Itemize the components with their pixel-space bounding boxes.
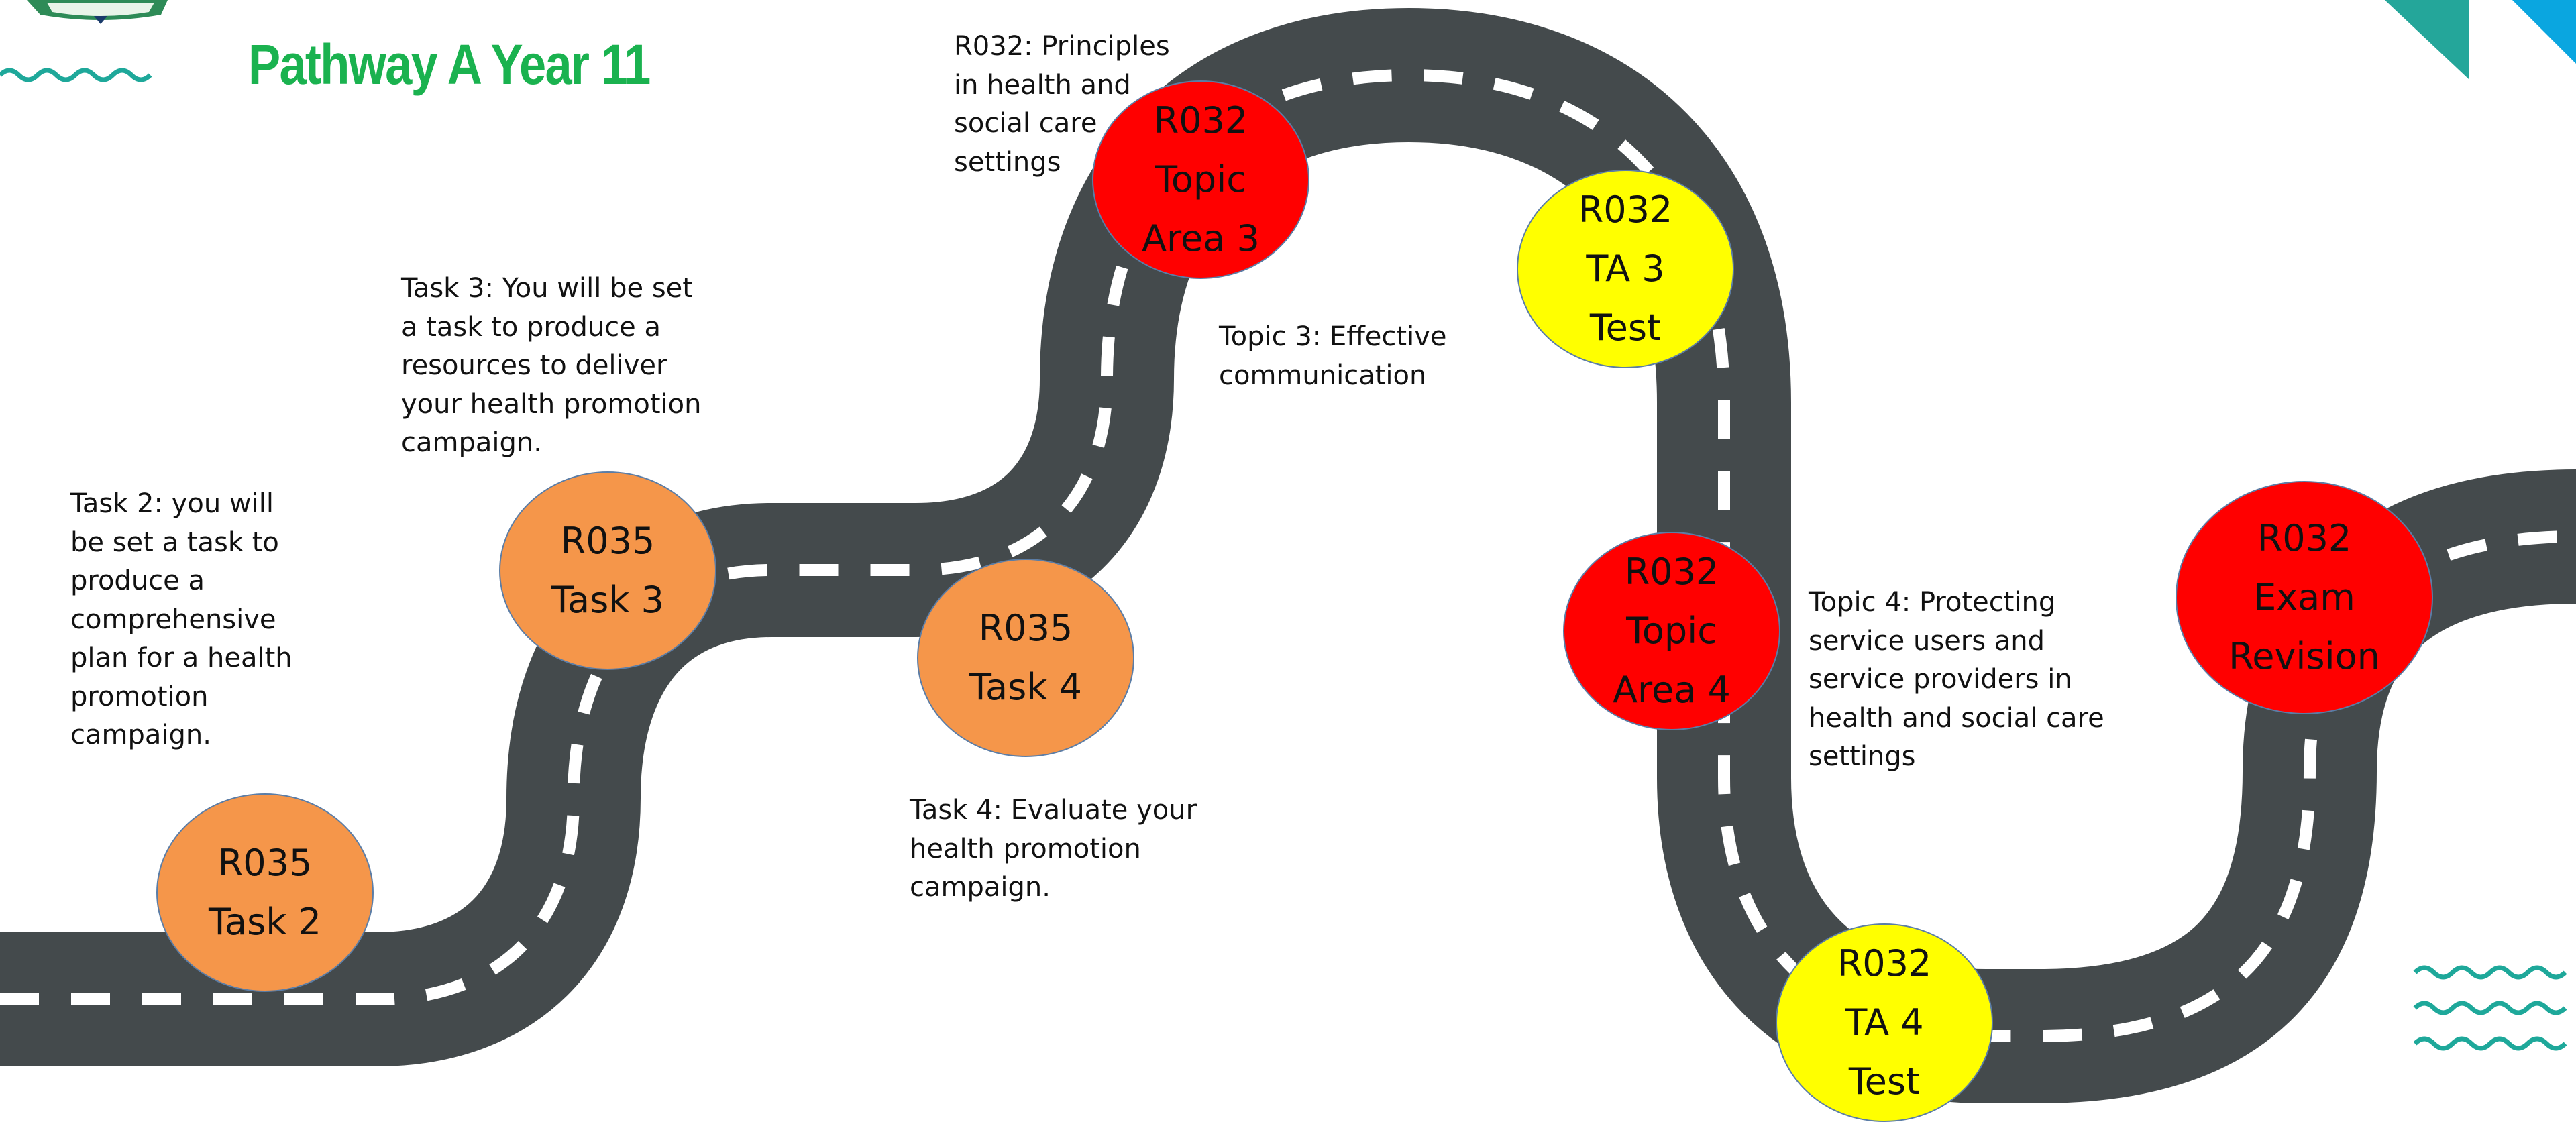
page-title: Pathway A Year 11 — [248, 33, 651, 96]
topic4-description: Topic 4: Protecting service users and se… — [1809, 587, 2104, 772]
node-r032-exam-revision[interactable]: R032 Exam Revision — [2176, 481, 2433, 714]
wave-icon — [0, 68, 152, 82]
r032-description: R032: Principles in health and social ca… — [954, 31, 1170, 178]
wave-icon — [2413, 965, 2567, 1051]
node-r032-ta3-test[interactable]: R032 TA 3 Test — [1517, 170, 1734, 368]
node-r035-task4[interactable]: R035 Task 4 — [917, 559, 1134, 757]
topic3-description: Topic 3: Effective communication — [1219, 321, 1447, 391]
node-r032-topic-area-4[interactable]: R032 Topic Area 4 — [1563, 532, 1780, 730]
task4-description: Task 4: Evaluate your health promotion c… — [910, 795, 1197, 903]
school-crest-icon — [27, 0, 168, 24]
node-r035-task3[interactable]: R035 Task 3 — [499, 471, 716, 670]
task2-description: Task 2: you will be set a task to produc… — [70, 488, 292, 750]
corner-triangle-icon — [2385, 0, 2576, 79]
node-r032-ta4-test[interactable]: R032 TA 4 Test — [1776, 923, 1993, 1122]
task3-description: Task 3: You will be set a task to produc… — [401, 273, 702, 458]
node-r035-task2[interactable]: R035 Task 2 — [156, 793, 374, 992]
node-r032-topic-area-3[interactable]: R032 Topic Area 3 — [1092, 80, 1309, 279]
